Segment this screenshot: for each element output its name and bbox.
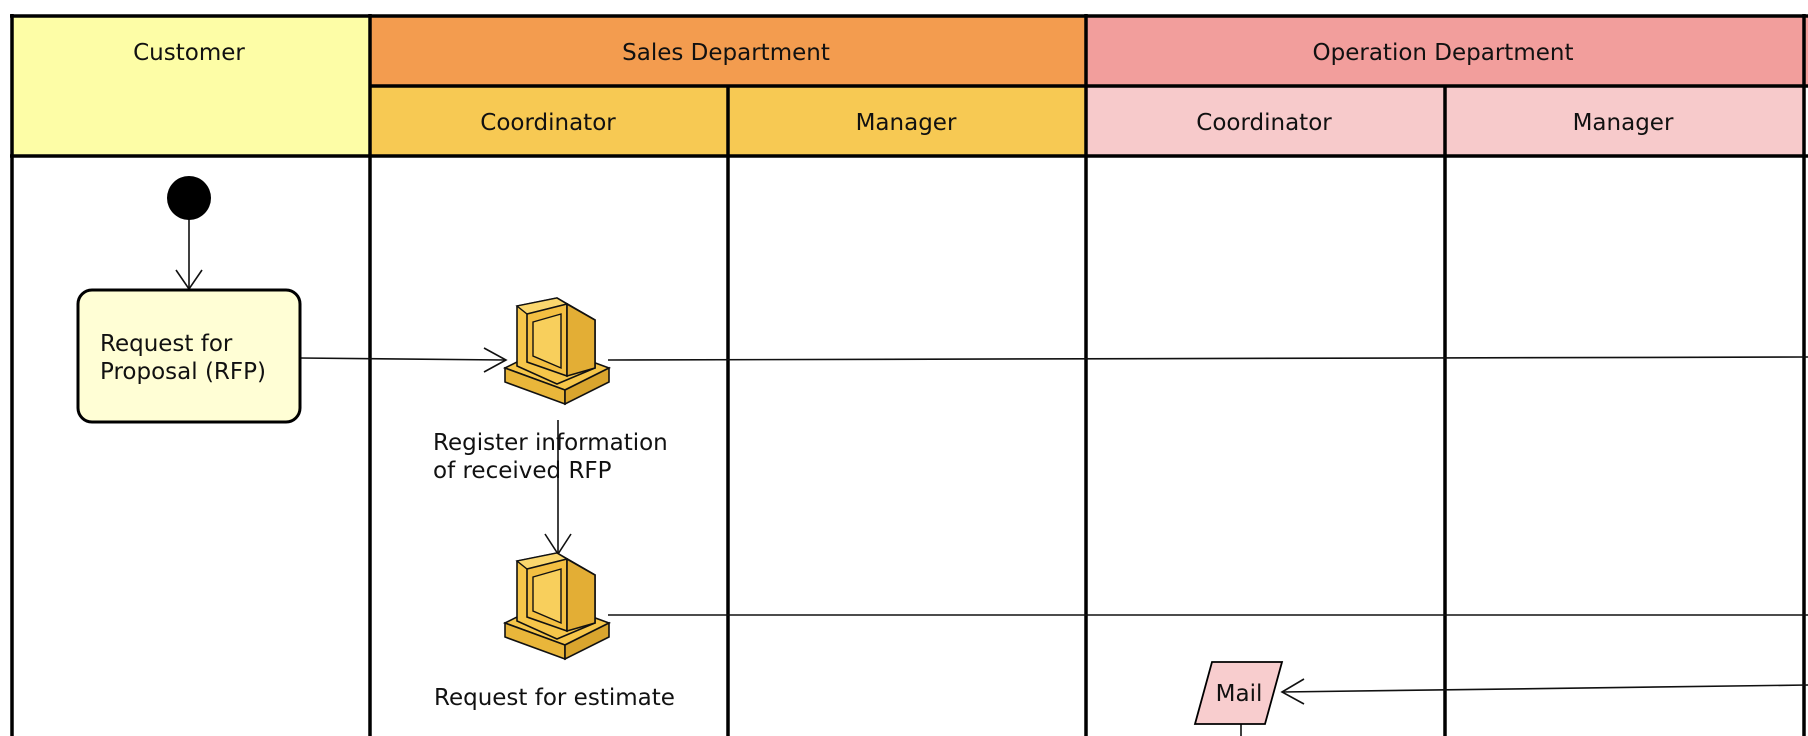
initial-node [167, 176, 211, 220]
request-estimate-computer-icon [504, 552, 610, 660]
sales-coordinator-header [370, 86, 728, 156]
rfp-action-label: Request for Proposal (RFP) [100, 331, 266, 385]
register-rfp-line-1: Register information [433, 430, 668, 456]
operation-manager-title: Manager [1573, 110, 1674, 136]
rfp-action [76, 288, 302, 424]
rfp-action-line-2: Proposal (RFP) [100, 359, 266, 385]
mail-label: Mail [1216, 681, 1263, 707]
operation-manager-header [1445, 86, 1804, 156]
operation-coordinator-title: Coordinator [1196, 110, 1332, 136]
mail-object [1193, 661, 1284, 725]
arrowhead [1280, 678, 1305, 705]
register-rfp-label: Register information of received RFP [433, 430, 675, 484]
customer-lane-header [12, 16, 370, 156]
flow-register-to-operation [607, 356, 1808, 361]
register-rfp-computer-icon [504, 297, 610, 405]
flow-to-mail [1281, 684, 1808, 693]
sales-coordinator-title: Coordinator [480, 110, 616, 136]
arrowhead [483, 347, 508, 373]
sales-manager-title: Manager [856, 110, 957, 136]
flow-rfp-to-register [299, 357, 506, 361]
lane-grid [10, 14, 1808, 736]
register-rfp-line-2: of received RFP [433, 458, 612, 484]
sales-manager-header [728, 86, 1086, 156]
operation-department-title: Operation Department [1313, 40, 1574, 66]
sales-department-title: Sales Department [622, 40, 830, 66]
flow-lines [175, 218, 1808, 736]
operation-coordinator-header [1086, 86, 1445, 156]
customer-lane-title: Customer [133, 40, 245, 66]
operation-department-header [1086, 16, 1808, 86]
request-estimate-label: Request for estimate [434, 685, 675, 711]
sales-department-header [370, 16, 1086, 86]
rfp-action-line-1: Request for [100, 331, 233, 357]
